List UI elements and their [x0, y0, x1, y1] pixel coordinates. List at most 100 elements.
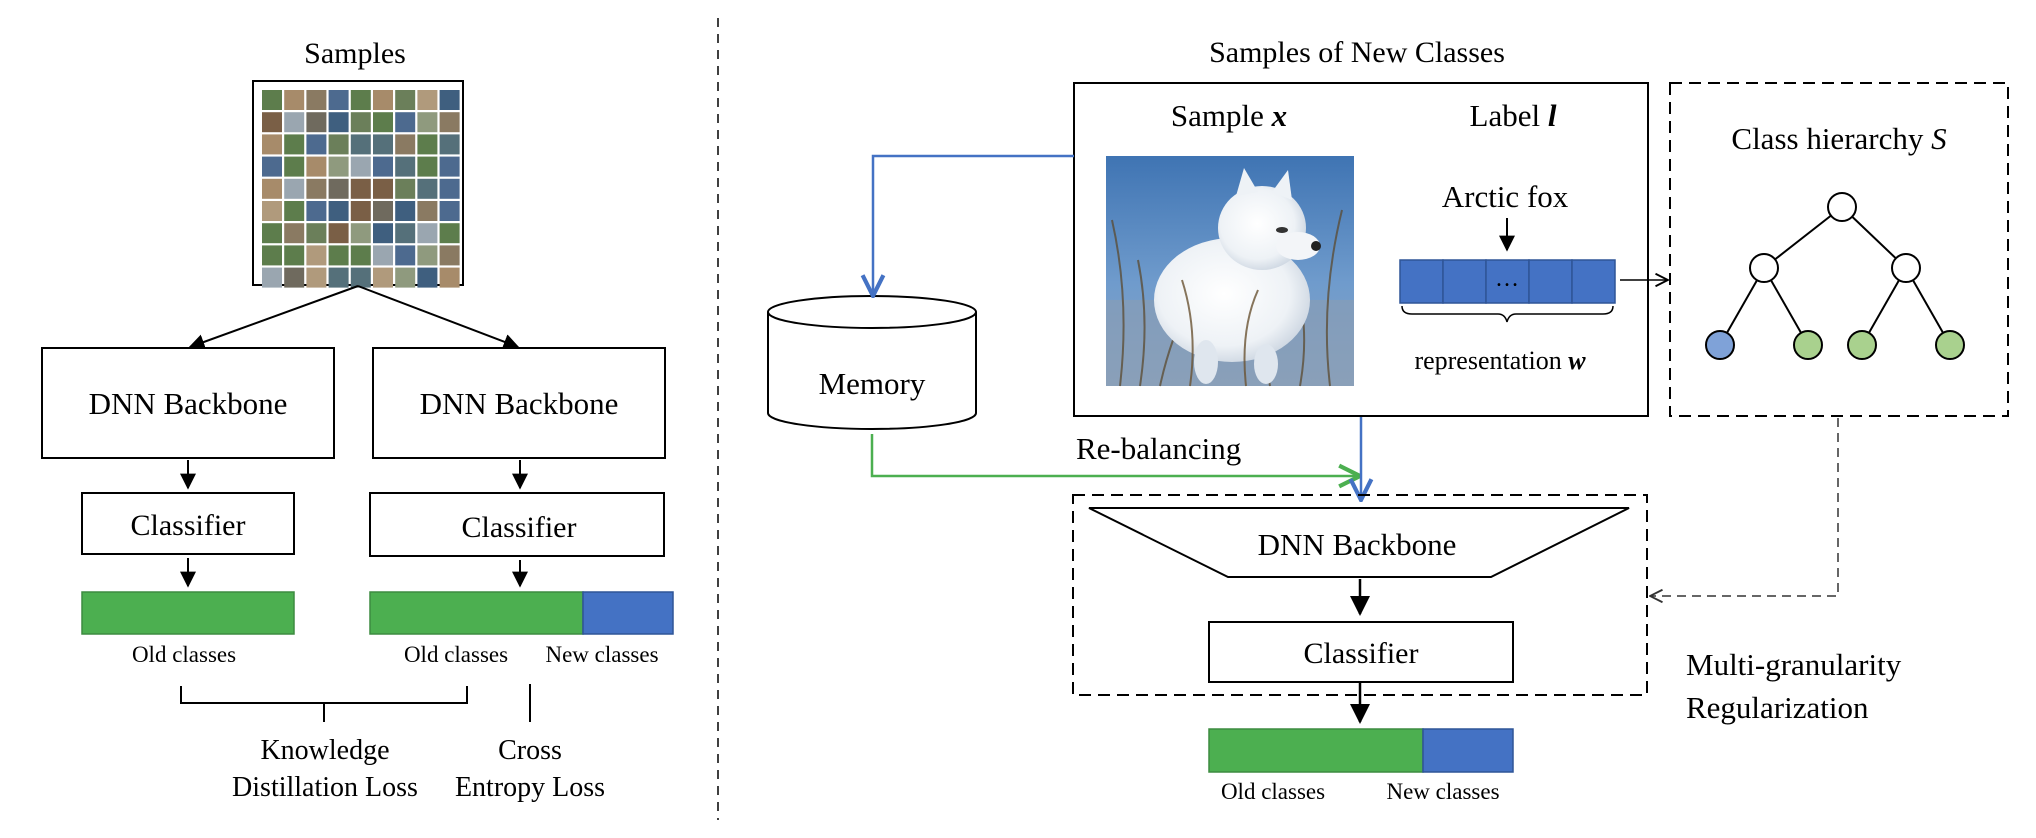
- dnn-backbone-label: DNN Backbone: [1258, 527, 1457, 562]
- sample-thumbnail: [373, 223, 393, 244]
- sample-thumbnail: [373, 134, 393, 155]
- sample-thumbnail: [328, 201, 349, 221]
- thumbnail-grid: [262, 90, 460, 288]
- old-classes-output-bar-1: [81, 591, 295, 635]
- sample-thumbnail: [439, 134, 460, 155]
- sample-thumbnail: [439, 201, 460, 221]
- sample-thumbnail: [395, 267, 416, 288]
- sample-thumbnail: [262, 156, 282, 177]
- sample-thumbnail: [395, 223, 416, 244]
- sample-thumbnail: [328, 156, 349, 177]
- sample-thumbnail: [262, 267, 282, 288]
- left-panel: Samples DNN Backbone DNN Backbone Classi…: [41, 37, 674, 803]
- sample-thumbnail: [262, 201, 282, 221]
- sample-thumbnail: [439, 178, 460, 199]
- new-classes-label: New classes: [1386, 779, 1499, 804]
- class-name-label: Arctic fox: [1442, 179, 1569, 214]
- sample-thumbnail: [373, 178, 393, 199]
- sample-thumbnail: [284, 267, 305, 288]
- sample-thumbnail: [417, 134, 438, 155]
- rebalancing-label: Re-balancing: [1076, 431, 1241, 466]
- regularization-label-line2: Regularization: [1686, 690, 1869, 725]
- sample-thumbnail: [373, 267, 393, 288]
- sample-thumbnail: [350, 223, 371, 244]
- sample-thumbnail: [373, 201, 393, 221]
- dnn-backbone-label-2: DNN Backbone: [420, 386, 619, 421]
- dnn-backbone-trapezoid: [1088, 507, 1630, 578]
- sample-thumbnail: [306, 267, 327, 288]
- old-classes-output-bar-2: [369, 591, 584, 635]
- arrow-samples-to-backbone-1: [188, 285, 359, 350]
- sample-thumbnail: [328, 245, 349, 266]
- dnn-backbone-box-1: [41, 347, 335, 459]
- sample-thumbnail: [439, 223, 460, 244]
- sample-thumbnail: [417, 267, 438, 288]
- sample-thumbnail: [328, 112, 349, 133]
- sample-thumbnail: [373, 90, 393, 110]
- sample-thumbnail: [439, 90, 460, 110]
- sample-thumbnail: [284, 245, 305, 266]
- ce-loss-label-line2: Entropy Loss: [455, 772, 605, 803]
- kd-loss-label-line1: Knowledge: [260, 735, 389, 766]
- arrow-hierarchy-to-regularization: [1650, 418, 1839, 596]
- sample-thumbnail: [373, 245, 393, 266]
- new-classes-label-2: New classes: [545, 642, 658, 667]
- sample-thumbnail: [395, 134, 416, 155]
- tree-leaf-node-green-3: [1935, 330, 1965, 360]
- sample-thumbnail: [350, 134, 371, 155]
- sample-thumbnail: [306, 90, 327, 110]
- representation-w-label: representation w: [1414, 346, 1586, 375]
- sample-thumbnail: [284, 201, 305, 221]
- sample-thumbnail: [262, 134, 282, 155]
- memory-cylinder-icon: [767, 295, 977, 430]
- sample-thumbnail: [262, 112, 282, 133]
- ce-loss-label-line1: Cross: [498, 735, 562, 766]
- old-classes-label-2: Old classes: [404, 642, 508, 667]
- sample-thumbnail: [328, 223, 349, 244]
- dnn-backbone-label-1: DNN Backbone: [89, 386, 288, 421]
- sample-thumbnail: [306, 134, 327, 155]
- sample-thumbnail: [350, 267, 371, 288]
- sample-thumbnail: [395, 112, 416, 133]
- tree-root-node: [1827, 192, 1857, 222]
- sample-thumbnail: [306, 201, 327, 221]
- sample-thumbnail: [262, 90, 282, 110]
- right-panel: Samples of New Classes Sample x Label l: [767, 36, 2009, 804]
- sample-thumbnail: [395, 90, 416, 110]
- new-classes-output-bar: [1422, 728, 1514, 773]
- sample-thumbnail: [417, 90, 438, 110]
- sample-thumbnail: [417, 112, 438, 133]
- class-hierarchy-tree: [1705, 192, 1965, 360]
- sample-thumbnail: [395, 201, 416, 221]
- classifier-label-2: Classifier: [462, 511, 577, 544]
- sample-thumbnail: [350, 178, 371, 199]
- sample-thumbnail: [328, 178, 349, 199]
- tree-internal-node-right: [1891, 253, 1921, 283]
- sample-thumbnail: [284, 90, 305, 110]
- dnn-backbone-box-2: [372, 347, 666, 459]
- sample-thumbnail: [439, 156, 460, 177]
- sample-thumbnail: [350, 90, 371, 110]
- kd-loss-label-line2: Distillation Loss: [232, 772, 418, 803]
- sample-thumbnail: [306, 245, 327, 266]
- sample-thumbnail: [395, 245, 416, 266]
- sample-thumbnail: [328, 267, 349, 288]
- sample-thumbnail: [306, 178, 327, 199]
- classifier-box-2: [369, 492, 665, 557]
- sample-thumbnail: [439, 112, 460, 133]
- sample-thumbnail: [262, 178, 282, 199]
- regularization-box: [1072, 494, 1648, 696]
- new-classes-output-bar-2: [582, 591, 674, 635]
- sample-thumbnail: [306, 223, 327, 244]
- sample-thumbnail: [417, 178, 438, 199]
- class-hierarchy-label: Class hierarchy S: [1731, 121, 1946, 156]
- sample-thumbnail: [306, 156, 327, 177]
- sample-thumbnail: [417, 156, 438, 177]
- classifier-box: [1208, 621, 1514, 683]
- classifier-label-1: Classifier: [131, 509, 246, 542]
- sample-thumbnail: [395, 156, 416, 177]
- sample-x-label: Sample x: [1171, 98, 1287, 133]
- sample-thumbnail: [284, 223, 305, 244]
- sample-thumbnail: [417, 201, 438, 221]
